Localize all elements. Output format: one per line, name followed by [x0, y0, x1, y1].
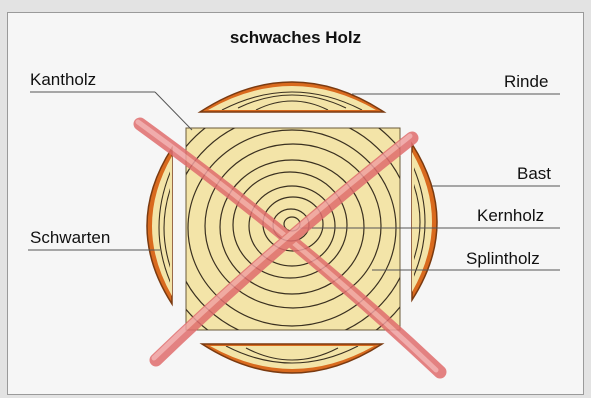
label-schwarten: Schwarten	[30, 228, 110, 248]
label-bast: Bast	[517, 164, 551, 184]
label-kernholz: Kernholz	[477, 206, 544, 226]
label-rinde: Rinde	[504, 72, 548, 92]
label-splintholz: Splintholz	[466, 249, 540, 269]
right-slab	[412, 144, 437, 300]
left-slab	[147, 148, 172, 304]
top-slab	[200, 82, 384, 112]
bottom-slab	[202, 344, 382, 373]
label-kantholz: Kantholz	[30, 70, 96, 90]
